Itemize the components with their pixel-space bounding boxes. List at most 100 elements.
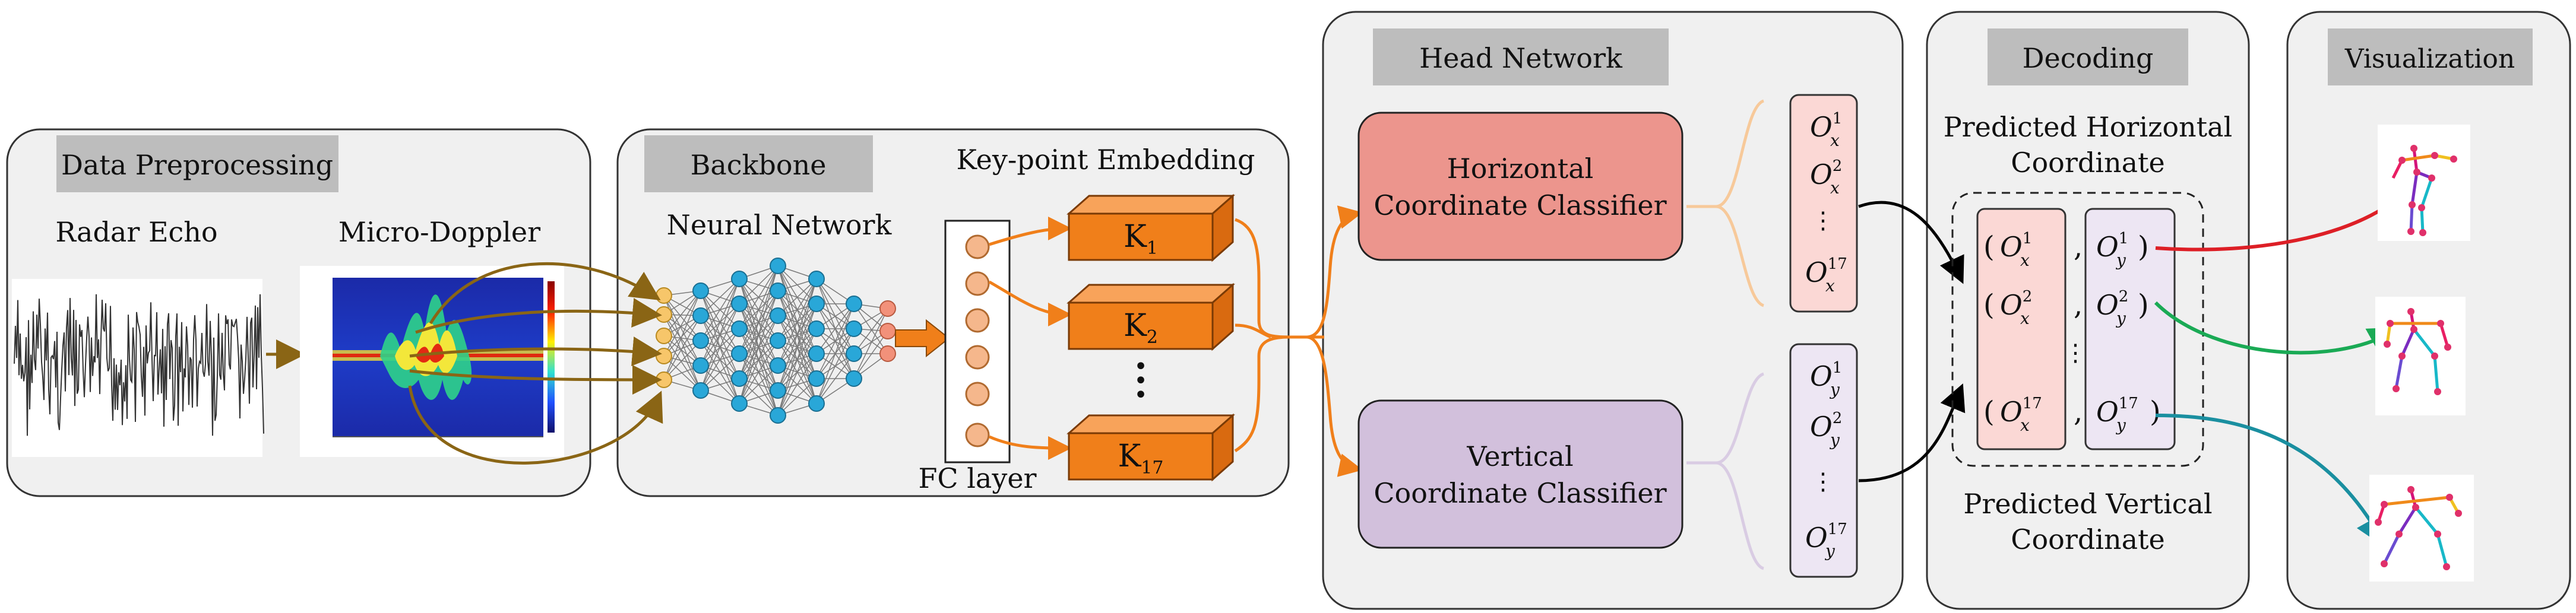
label-neural-network: Neural Network bbox=[667, 209, 893, 241]
nn-node bbox=[770, 258, 786, 274]
nn-edge bbox=[700, 278, 740, 341]
nn-edge bbox=[663, 295, 701, 366]
nn-edge bbox=[777, 303, 817, 416]
nn-node bbox=[770, 282, 786, 299]
horizontal-classifier-line2: Coordinate Classifier bbox=[1374, 189, 1666, 221]
nn-edge bbox=[700, 303, 740, 391]
pair-2-close: ) bbox=[2138, 288, 2149, 322]
tag-decoding bbox=[1988, 28, 2188, 85]
vertical-classifier-line1: Vertical bbox=[1466, 440, 1573, 472]
nn-edge bbox=[816, 303, 855, 354]
skeleton-pose-3 bbox=[2369, 475, 2474, 582]
nn-to-fc-arrow bbox=[895, 319, 950, 358]
nn-edge bbox=[663, 290, 701, 380]
pair-17-open: ( bbox=[1983, 395, 1995, 428]
nn-node bbox=[731, 320, 748, 337]
nn-edge bbox=[700, 328, 740, 391]
keypoint-to-classifier-arrows bbox=[1234, 205, 1363, 477]
label-radar-echo: Radar Echo bbox=[55, 216, 217, 248]
skeleton-pose-2 bbox=[2375, 297, 2466, 415]
micro-doppler-spectrogram bbox=[300, 266, 564, 457]
nn-node bbox=[846, 320, 862, 337]
decoding-dashed-box bbox=[1951, 192, 2204, 467]
decoded-x-column bbox=[1976, 208, 2067, 450]
nn-edge bbox=[853, 331, 888, 379]
tag-backbone bbox=[644, 135, 873, 192]
nn-node bbox=[731, 296, 748, 312]
label-keypoint-embedding: Key-point Embedding bbox=[956, 144, 1255, 176]
fc-layer-box bbox=[944, 220, 1011, 463]
output-x-dots: ⋮ bbox=[1811, 207, 1835, 234]
nn-node bbox=[656, 348, 672, 364]
nn-edge bbox=[663, 290, 701, 357]
nn-edge bbox=[663, 355, 701, 391]
vertical-classifier-box bbox=[1357, 399, 1683, 549]
nn-node bbox=[808, 271, 825, 287]
pred-horizontal-line1: Predicted Horizontal bbox=[1944, 111, 2233, 143]
nn-edge bbox=[739, 365, 779, 404]
radar-waveform bbox=[14, 294, 264, 436]
nn-node bbox=[808, 395, 825, 412]
horizontal-bracket bbox=[1686, 99, 1765, 307]
nn-edge bbox=[777, 328, 817, 416]
nn-edge bbox=[663, 314, 701, 366]
nn-node bbox=[879, 345, 896, 362]
nn-edge bbox=[853, 303, 888, 354]
section-title-preprocessing: Data Preprocessing bbox=[61, 149, 333, 181]
nn-edge bbox=[700, 353, 740, 391]
nn-edge bbox=[816, 303, 855, 379]
outputs-y-box bbox=[1789, 343, 1858, 578]
nn-node bbox=[656, 328, 672, 344]
arrow-pair2-to-skeleton bbox=[2154, 301, 2401, 357]
nn-node bbox=[692, 307, 709, 324]
nn-edge bbox=[777, 278, 817, 316]
nn-edge bbox=[777, 278, 817, 341]
nn-edge bbox=[816, 328, 855, 404]
nn-edge bbox=[739, 265, 779, 379]
keypoint-k17-label: K17 bbox=[1118, 439, 1163, 478]
nn-edge bbox=[739, 290, 779, 404]
nn-node bbox=[692, 282, 709, 299]
pair-2-open: ( bbox=[1983, 288, 1995, 322]
nn-edge bbox=[700, 278, 740, 366]
svg-text:•: • bbox=[1134, 353, 1148, 380]
decoded-y-column bbox=[2084, 208, 2176, 450]
label-micro-doppler: Micro-Doppler bbox=[338, 216, 540, 248]
nn-edge bbox=[777, 278, 817, 366]
nn-node bbox=[731, 395, 748, 412]
nn-edge bbox=[739, 315, 779, 404]
nn-node bbox=[770, 332, 786, 349]
pairs-dots: ⋮ bbox=[2064, 339, 2087, 367]
nn-edge bbox=[663, 290, 701, 336]
nn-node bbox=[879, 300, 896, 317]
pred-vertical-line1: Predicted Vertical bbox=[1963, 488, 2212, 520]
nn-node bbox=[656, 371, 672, 388]
nn-edge bbox=[853, 308, 888, 354]
nn-edge bbox=[739, 265, 779, 354]
nn-node bbox=[846, 370, 862, 387]
nn-edge bbox=[739, 340, 779, 404]
pred-horizontal-line2: Coordinate bbox=[2011, 147, 2165, 179]
keypoint-box-k2 bbox=[1067, 282, 1235, 351]
doppler-to-input-arrows bbox=[408, 262, 663, 465]
keypoint-box-k17 bbox=[1067, 413, 1235, 482]
keypoint-k1-label: K1 bbox=[1124, 219, 1158, 259]
section-title-head: Head Network bbox=[1419, 42, 1623, 74]
nn-node bbox=[808, 345, 825, 362]
arrow-x-to-decoding bbox=[1858, 201, 1964, 284]
nn-edge bbox=[739, 265, 779, 329]
pair-1-comma: , bbox=[2074, 230, 2083, 263]
neural-network-nodes bbox=[656, 258, 896, 424]
svg-text:•: • bbox=[1134, 382, 1148, 409]
outputs-x-box bbox=[1789, 94, 1858, 313]
skeleton-pose-1 bbox=[2378, 125, 2470, 241]
